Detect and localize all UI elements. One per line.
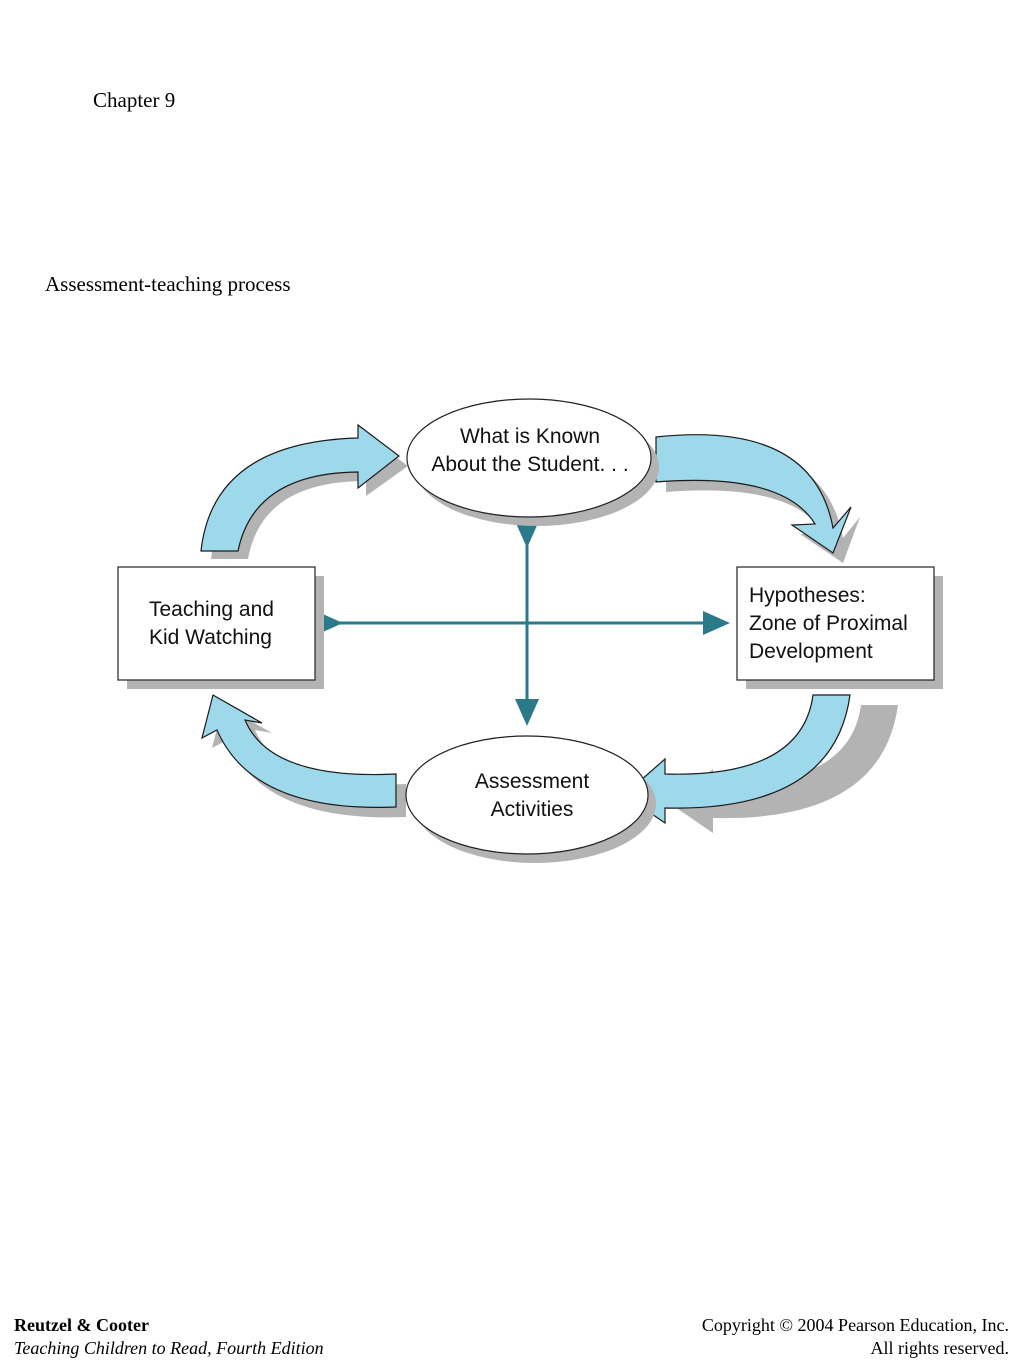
- node-hypotheses-line1: Hypotheses:: [749, 584, 866, 607]
- node-hypotheses-line3: Development: [749, 640, 873, 663]
- node-assessment-line2: Activities: [491, 798, 574, 821]
- node-hypotheses: Hypotheses: Zone of Proximal Development: [736, 566, 943, 689]
- cycle-arrows: [200, 423, 852, 825]
- node-hypotheses-line2: Zone of Proximal: [749, 612, 908, 635]
- footer-authors: Reutzel & Cooter: [14, 1315, 149, 1335]
- node-assessment-activities: Assessment Activities: [405, 735, 656, 863]
- footer-book-title: Teaching Children to Read, Fourth Editio…: [14, 1338, 324, 1358]
- chapter-label: Chapter 9: [93, 88, 176, 112]
- node-what-is-known-line2: About the Student. . .: [431, 453, 628, 476]
- arrow-right-to-bottom: [623, 694, 851, 825]
- cross-connector: [316, 521, 730, 726]
- node-teaching-kid-watching: Teaching and Kid Watching: [117, 566, 324, 689]
- node-what-is-known-line1: What is Known: [460, 425, 600, 448]
- footer-copyright: Copyright © 2004 Pearson Education, Inc.…: [702, 1314, 1009, 1360]
- node-teaching-line1: Teaching and: [149, 598, 274, 621]
- node-assessment-line1: Assessment: [475, 770, 590, 793]
- arrow-bottom-to-left: [201, 694, 397, 809]
- footer-rights-line: All rights reserved.: [870, 1338, 1009, 1358]
- footer-citation: Reutzel & Cooter Teaching Children to Re…: [14, 1314, 324, 1360]
- node-what-is-known: What is Known About the Student. . .: [406, 398, 659, 526]
- arrow-left-to-top: [200, 423, 400, 552]
- node-teaching-line2: Kid Watching: [149, 626, 272, 649]
- figure-caption: Assessment-teaching process: [45, 272, 291, 296]
- footer-copyright-line: Copyright © 2004 Pearson Education, Inc.: [701, 1315, 1009, 1335]
- arrow-top-to-right: [655, 434, 852, 554]
